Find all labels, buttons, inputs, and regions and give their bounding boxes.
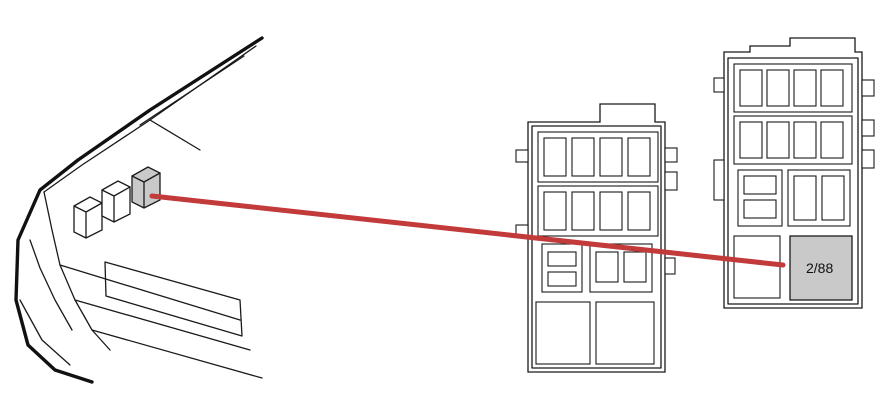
relay-block-1 [73, 196, 103, 239]
fuse-box-middle [515, 103, 678, 373]
relay-block-highlighted [131, 166, 161, 209]
relay-2-88: 2/88 [789, 235, 853, 301]
vehicle-dashboard-outline [14, 36, 264, 384]
fuse-grid-upper [537, 131, 659, 237]
fuse-grid-right [733, 63, 853, 165]
fuse-box-right: 2/88 [713, 37, 875, 309]
relay-2-88-label: 2/88 [806, 260, 833, 276]
relay-block-2 [101, 180, 131, 223]
location-connector-line [149, 193, 786, 268]
